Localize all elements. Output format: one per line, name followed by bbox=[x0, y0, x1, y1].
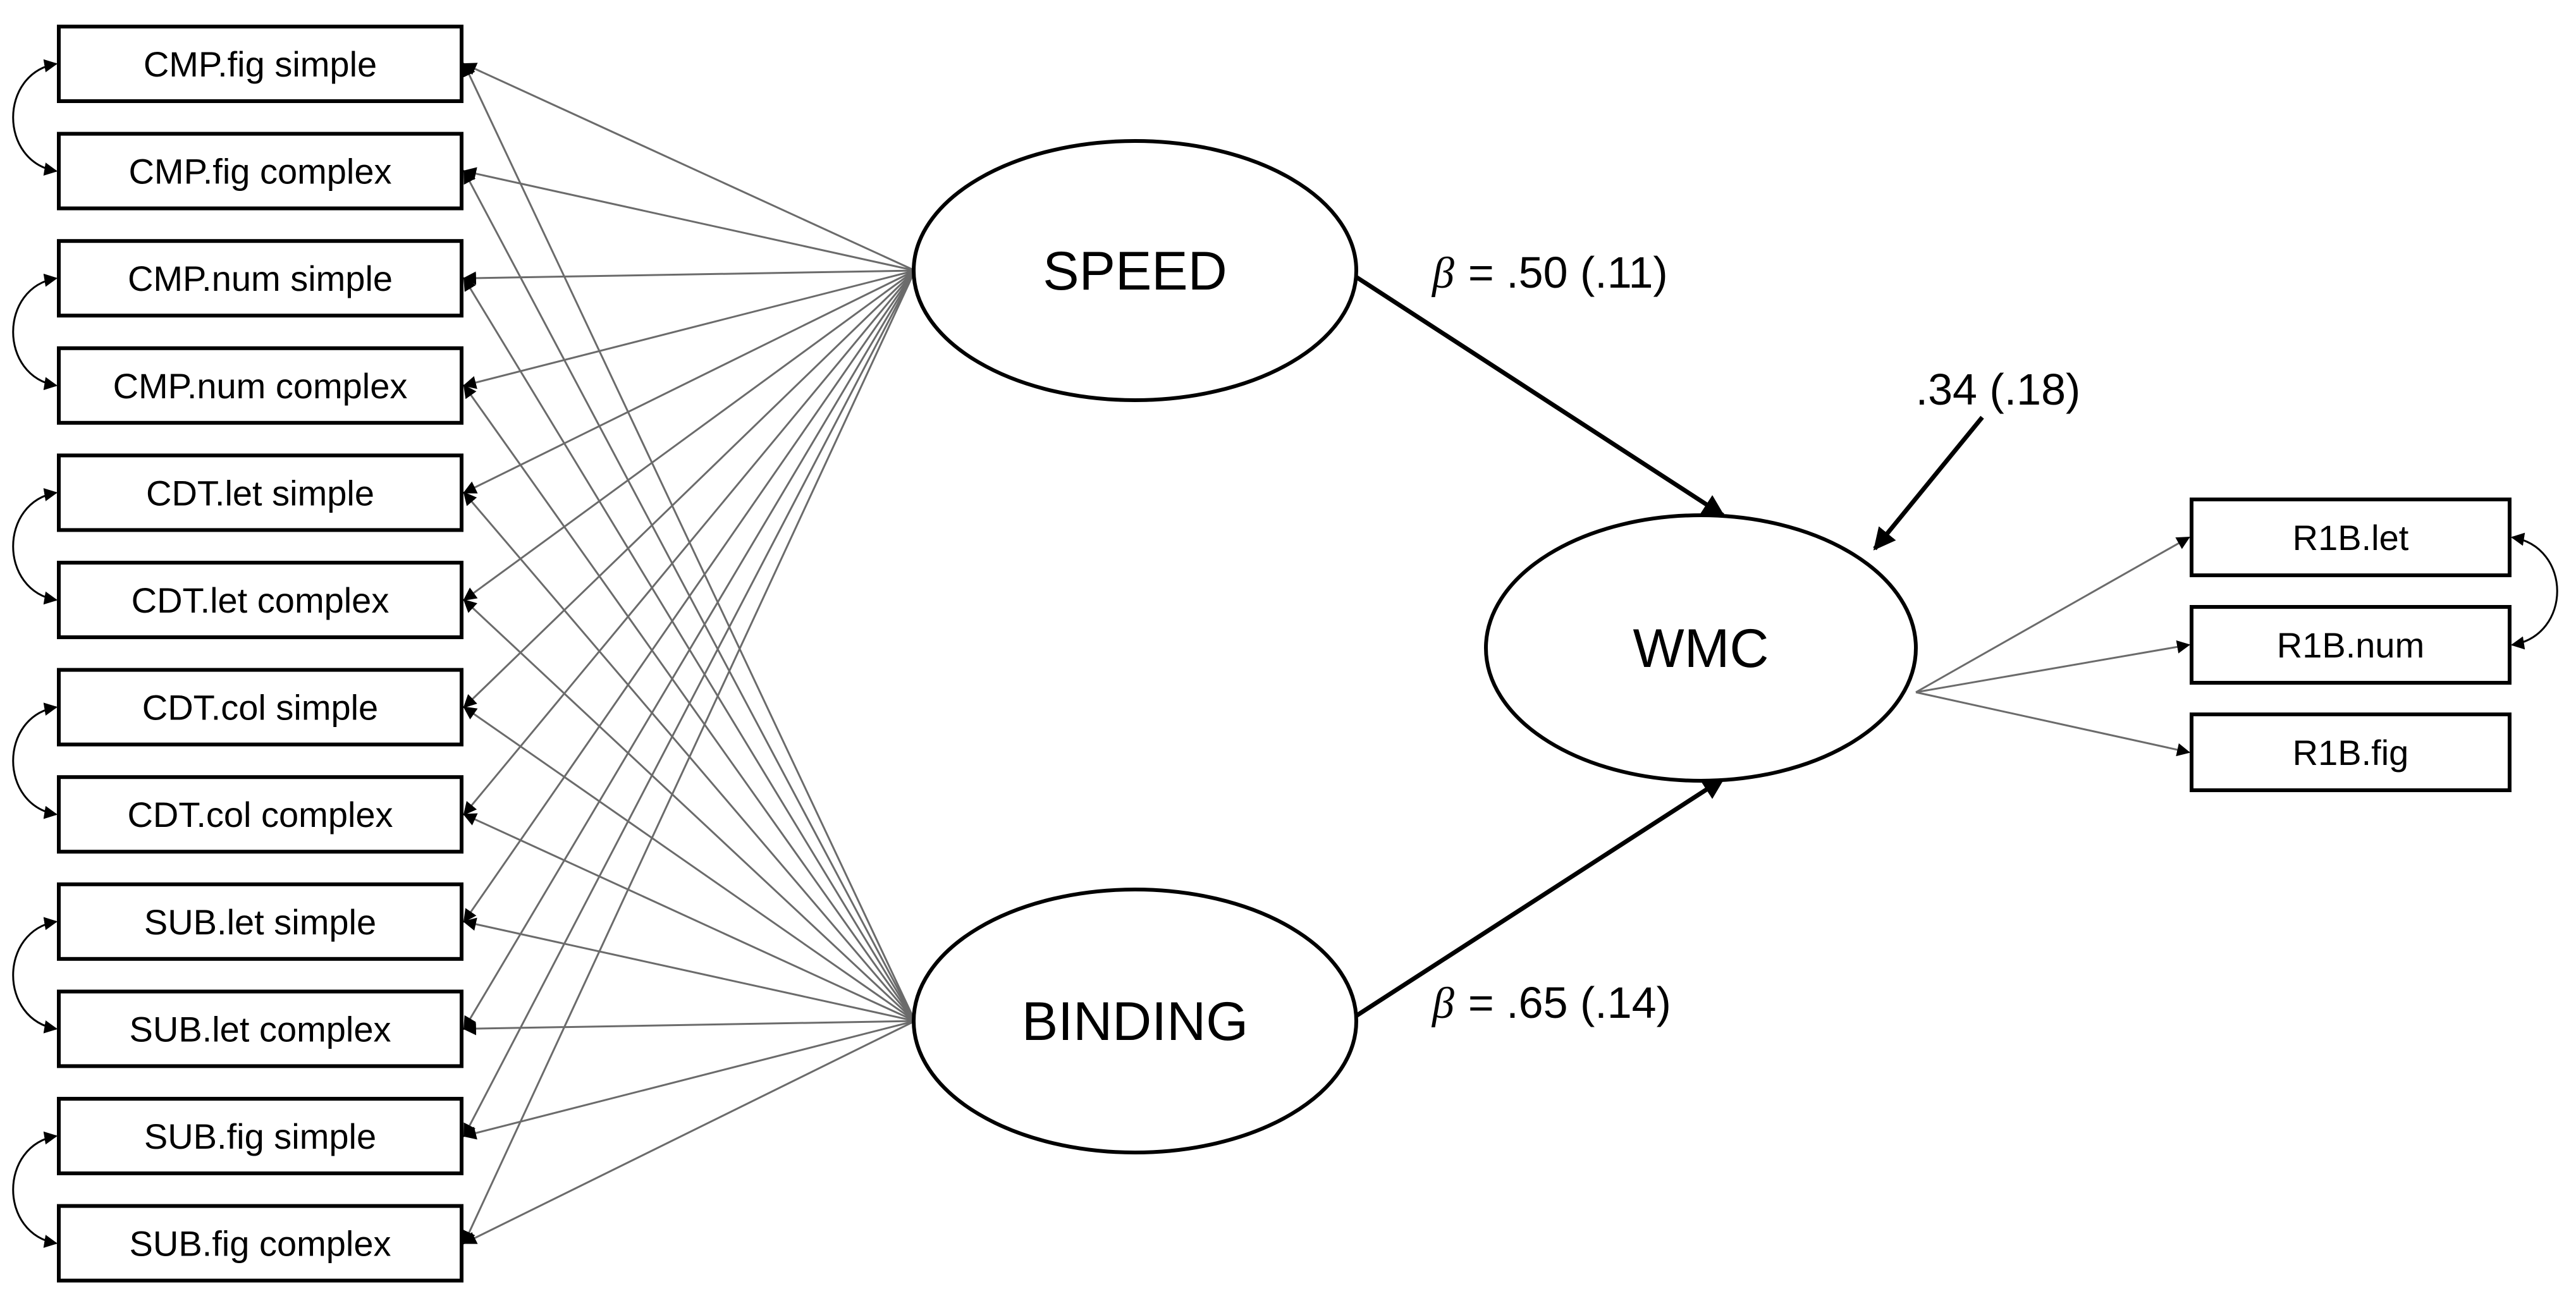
covariance-left-5 bbox=[12, 917, 58, 1034]
loading-speed-sub-let-simple bbox=[463, 270, 916, 923]
indicator-box bbox=[57, 882, 463, 961]
loading-binding-cdt-col-complex bbox=[463, 813, 916, 1022]
indicator-cmp-fig-simple: CMP.fig simple bbox=[57, 25, 463, 103]
loading-speed-cdt-let-simple bbox=[463, 269, 916, 494]
loading-speed-sub-fig-simple bbox=[463, 270, 916, 1137]
binding-wmc-value: = .65 (.14) bbox=[1468, 978, 1671, 1027]
path-binding-to-wmc bbox=[1352, 777, 1725, 1020]
indicator-label: SUB.fig simple bbox=[144, 1116, 376, 1156]
path-speed-to-wmc bbox=[1352, 273, 1725, 517]
indicator-box bbox=[57, 1097, 463, 1175]
loading-speed-sub-let-complex bbox=[463, 270, 916, 1030]
indicator-box bbox=[57, 131, 463, 211]
indicator-box bbox=[2190, 605, 2512, 685]
indicator-label: CDT.let simple bbox=[146, 473, 374, 513]
covariance-left-4 bbox=[12, 702, 58, 819]
loading-binding-sub-fig-simple bbox=[462, 1020, 916, 1140]
indicator-label: SUB.fig complex bbox=[130, 1224, 391, 1264]
indicator-r1b-let: R1B.let bbox=[2190, 498, 2512, 577]
speed-wmc-value: = .50 (.11) bbox=[1468, 248, 1668, 297]
indicator-label: CDT.col complex bbox=[127, 795, 393, 834]
loading-binding-cdt-let-complex bbox=[463, 599, 916, 1022]
factor-loading-lines bbox=[462, 63, 2191, 1245]
latent-speed: SPEED bbox=[912, 139, 1358, 402]
binding-wmc-coefficient: β = .65 (.14) bbox=[1431, 978, 1671, 1028]
covariance-left-2 bbox=[12, 273, 58, 391]
indicator-label: R1B.let bbox=[2293, 518, 2409, 558]
indicator-cmp-num-complex: CMP.num complex bbox=[57, 346, 463, 425]
loading-binding-cdt-col-simple bbox=[463, 706, 916, 1022]
indicator-box bbox=[57, 989, 463, 1068]
indicator-box bbox=[2190, 498, 2512, 577]
beta-symbol: β bbox=[1431, 979, 1454, 1028]
loading-speed-cmp-num-complex bbox=[462, 269, 916, 389]
loading-wmc-r1b-num bbox=[1915, 640, 2191, 694]
path-wmc-residual bbox=[1873, 415, 1984, 551]
indicator-box bbox=[57, 1204, 463, 1283]
indicator-cdt-let-simple: CDT.let simple bbox=[57, 453, 463, 532]
indicator-box bbox=[57, 561, 463, 639]
indicator-label: CDT.col simple bbox=[142, 688, 378, 728]
loading-speed-cdt-let-complex bbox=[463, 269, 916, 601]
indicator-box bbox=[57, 775, 463, 854]
covariance-left-1 bbox=[12, 59, 58, 176]
indicator-label: R1B.num bbox=[2277, 625, 2424, 665]
indicator-cdt-col-complex: CDT.col complex bbox=[57, 775, 463, 854]
loading-speed-cdt-col-complex bbox=[463, 270, 916, 816]
indicator-sub-let-simple: SUB.let simple bbox=[57, 882, 463, 961]
indicator-label: CDT.let complex bbox=[132, 580, 389, 620]
indicator-box bbox=[2190, 712, 2512, 792]
latent-speed-label: SPEED bbox=[1043, 241, 1227, 302]
indicator-cdt-let-complex: CDT.let complex bbox=[57, 561, 463, 639]
beta-symbol: β bbox=[1431, 249, 1454, 298]
indicator-box bbox=[57, 239, 463, 318]
loading-speed-cmp-fig-simple bbox=[463, 63, 916, 272]
loading-wmc-r1b-let bbox=[1915, 536, 2190, 694]
latent-binding: BINDING bbox=[912, 888, 1358, 1154]
indicator-box bbox=[57, 25, 463, 103]
loading-binding-sub-let-simple bbox=[462, 917, 916, 1022]
residual-covariance-curves bbox=[12, 59, 2558, 1248]
indicator-label: CMP.num simple bbox=[128, 259, 393, 298]
loading-speed-cdt-col-simple bbox=[463, 269, 916, 709]
latent-binding-label: BINDING bbox=[1022, 991, 1248, 1052]
indicator-r1b-fig: R1B.fig bbox=[2190, 712, 2512, 792]
latent-wmc: WMC bbox=[1484, 513, 1918, 783]
covariance-left-6 bbox=[12, 1131, 58, 1248]
covariance-right-1 bbox=[2510, 532, 2558, 650]
latent-wmc-label: WMC bbox=[1633, 618, 1769, 679]
covariance-left-3 bbox=[12, 488, 58, 605]
indicator-label: CMP.fig complex bbox=[128, 152, 391, 192]
structural-paths bbox=[1352, 273, 1984, 1020]
indicator-label: SUB.let complex bbox=[130, 1009, 391, 1049]
indicator-label: CMP.num complex bbox=[113, 366, 408, 406]
indicator-sub-fig-complex: SUB.fig complex bbox=[57, 1204, 463, 1283]
indicator-label: SUB.let simple bbox=[144, 902, 376, 942]
indicator-sub-let-complex: SUB.let complex bbox=[57, 989, 463, 1068]
speed-wmc-coefficient: β = .50 (.11) bbox=[1431, 248, 1668, 298]
indicator-label: CMP.fig simple bbox=[144, 44, 377, 84]
loading-binding-sub-fig-complex bbox=[463, 1020, 916, 1244]
indicator-r1b-num: R1B.num bbox=[2190, 605, 2512, 685]
indicator-box bbox=[57, 346, 463, 425]
loading-speed-cmp-num-simple bbox=[462, 269, 916, 285]
loading-speed-cmp-fig-complex bbox=[462, 167, 916, 272]
indicator-box bbox=[57, 453, 463, 532]
loading-wmc-r1b-fig bbox=[1915, 691, 2191, 757]
indicator-box bbox=[57, 668, 463, 747]
indicator-cdt-col-simple: CDT.col simple bbox=[57, 668, 463, 747]
indicator-sub-fig-simple: SUB.fig simple bbox=[57, 1097, 463, 1175]
loading-speed-sub-fig-complex bbox=[463, 270, 916, 1245]
indicator-label: R1B.fig bbox=[2293, 733, 2409, 773]
loading-binding-sub-let-complex bbox=[462, 1020, 916, 1036]
wmc-residual-label: .34 (.18) bbox=[1916, 365, 2081, 414]
indicator-cmp-fig-complex: CMP.fig complex bbox=[57, 131, 463, 211]
indicator-cmp-num-simple: CMP.num simple bbox=[57, 239, 463, 318]
